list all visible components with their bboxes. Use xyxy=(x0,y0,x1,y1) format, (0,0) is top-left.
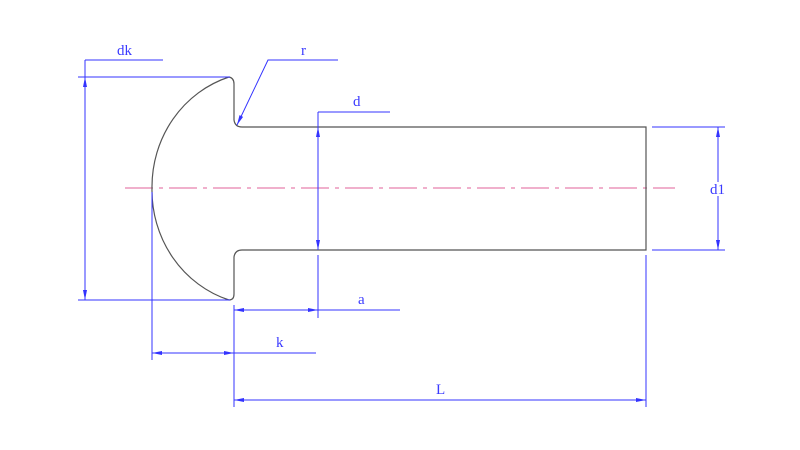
label-a: a xyxy=(358,292,365,308)
dim-d: d xyxy=(316,94,390,250)
dim-d1: d1 xyxy=(652,126,727,251)
dim-k: k xyxy=(151,192,316,360)
label-d: d xyxy=(353,94,361,110)
label-d1: d1 xyxy=(710,182,725,198)
dim-L: L xyxy=(234,255,647,407)
dim-dk: dk xyxy=(78,43,230,301)
rivet-outline xyxy=(151,76,647,301)
dim-a: a xyxy=(233,255,400,407)
label-k: k xyxy=(276,335,284,351)
label-dk: dk xyxy=(117,43,133,59)
label-L: L xyxy=(436,382,445,398)
label-r: r xyxy=(301,43,306,59)
dim-r: r xyxy=(236,43,338,126)
